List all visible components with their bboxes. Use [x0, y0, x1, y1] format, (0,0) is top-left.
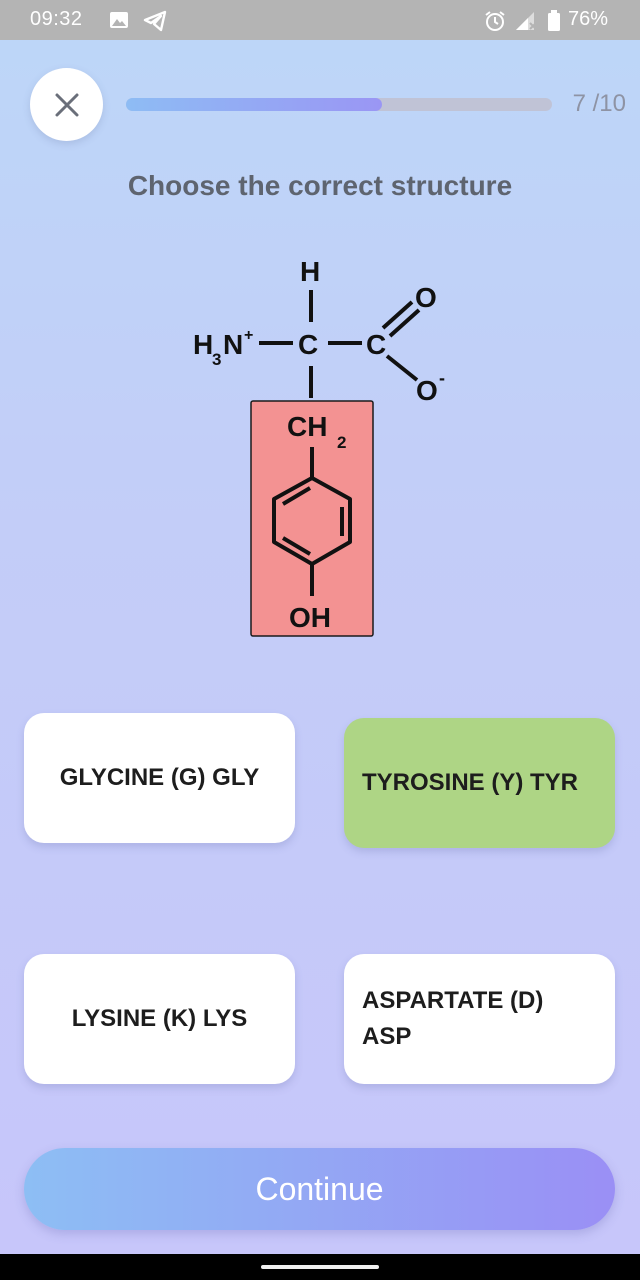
alarm-icon — [485, 11, 505, 31]
continue-button[interactable]: Continue — [24, 1148, 615, 1230]
option-lysine[interactable]: LYSINE (K) LYS — [24, 954, 295, 1084]
amine-charge: + — [244, 327, 253, 344]
option-aspartate[interactable]: ASPARTATE (D) ASP — [344, 954, 615, 1084]
side-chain-ch-label: CH — [287, 411, 327, 442]
amine-n-label: N — [223, 329, 243, 360]
option-glycine[interactable]: GLYCINE (G) GLY — [24, 713, 295, 843]
carboxylate-oxygen-label: O — [416, 375, 438, 406]
carbonyl-oxygen-label: O — [415, 282, 437, 313]
side-chain-highlight — [250, 400, 374, 637]
image-icon — [110, 12, 128, 28]
battery-percent: 76% — [568, 8, 609, 30]
hydroxyl-label: OH — [289, 602, 331, 633]
option-tyrosine[interactable]: TYROSINE (Y) TYR — [344, 718, 615, 848]
progress-bar — [126, 98, 552, 111]
option-label: GLYCINE (G) GLY — [59, 764, 260, 791]
quiz-screen: 7 /10 Choose the correct structure H H 3… — [0, 40, 640, 1254]
signal-icon — [516, 12, 537, 30]
carboxyl-carbon-label: C — [366, 329, 386, 360]
amine-h-label: H — [193, 329, 213, 360]
close-button[interactable] — [30, 68, 103, 141]
option-label: TYROSINE (Y) TYR — [362, 769, 579, 796]
hydrogen-label: H — [300, 256, 320, 287]
status-time: 09:32 — [30, 8, 83, 30]
battery-icon — [548, 10, 560, 31]
navigation-bar — [0, 1254, 640, 1280]
progress-fill — [126, 98, 382, 111]
carboxylate-charge: - — [439, 368, 445, 388]
amine-subscript: 3 — [212, 350, 221, 369]
question-title: Choose the correct structure — [127, 170, 513, 201]
close-icon — [55, 93, 78, 116]
telegram-icon — [143, 10, 167, 32]
home-gesture-handle[interactable] — [261, 1265, 379, 1269]
side-chain-subscript: 2 — [337, 433, 346, 452]
option-label: ASPARTATE (D) ASP — [362, 987, 544, 1050]
progress-counter: 7 /10 — [572, 90, 626, 117]
status-bar: 09:32 76% — [0, 0, 640, 40]
option-label: LYSINE (K) LYS — [71, 1005, 248, 1032]
alpha-carbon-label: C — [298, 329, 318, 360]
amino-acid-structure: H H 3 N + C C O O - CH 2 — [193, 256, 445, 637]
